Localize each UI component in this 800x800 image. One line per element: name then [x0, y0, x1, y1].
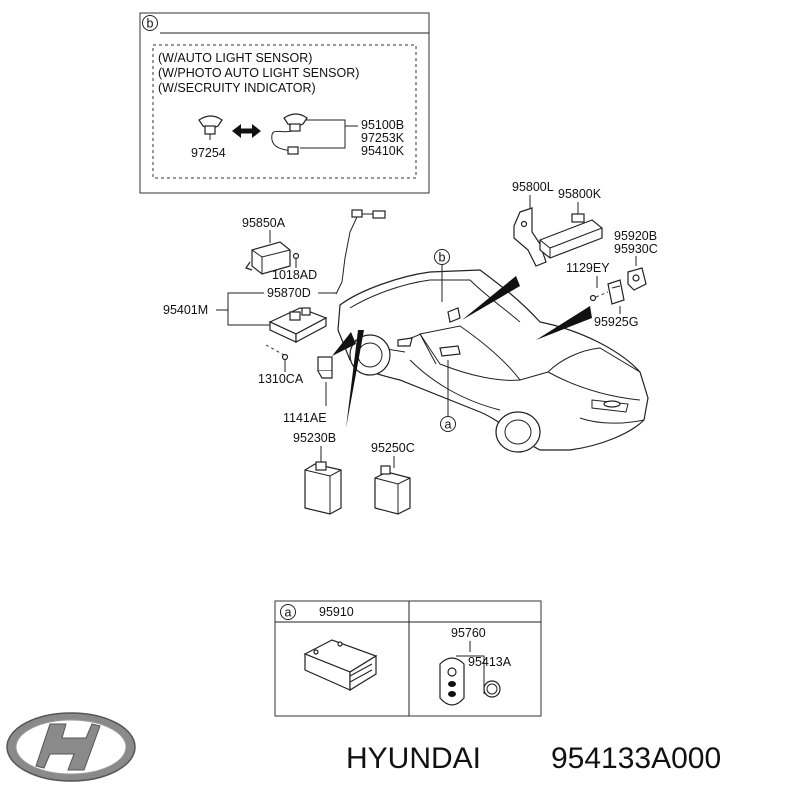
module-95401M-drawing — [268, 307, 328, 343]
detail-b-frame — [139, 12, 430, 194]
sensor-with-harness-drawing — [271, 113, 308, 155]
leader-95401M — [227, 292, 270, 326]
part-95925G: 95925G — [594, 315, 638, 329]
pointer-wedge-3 — [462, 276, 520, 320]
detail-b-note-1: (W/AUTO LIGHT SENSOR) — [158, 51, 312, 65]
pointer-wedge-2 — [346, 330, 364, 428]
detail-a-table: a 95910 95760 95413A — [274, 600, 542, 717]
brand-name: HYUNDAI — [346, 742, 481, 775]
car-marker-b: b — [439, 251, 446, 265]
detail-a-marker: a — [285, 606, 292, 620]
detail-a-frame — [274, 600, 542, 717]
car-marker-b-circle — [434, 249, 450, 265]
bracket-95800L-drawing — [513, 207, 547, 267]
module-95800K-drawing — [539, 213, 603, 259]
connector-1141AE-drawing — [317, 356, 333, 379]
part-95800K: 95800K — [558, 187, 602, 201]
bolt-1310CA-icon — [281, 353, 289, 361]
detail-b-marker: b — [147, 17, 154, 31]
part-97253K: 97253K — [361, 131, 405, 145]
logo-h-mark — [35, 723, 101, 771]
part-1141AE: 1141AE — [283, 411, 327, 425]
part-95250C: 95250C — [371, 441, 415, 455]
bolt-1018AD-icon — [292, 252, 300, 260]
bolt-1129EY-icon — [589, 294, 597, 302]
battery-95413A-drawing — [483, 680, 501, 698]
part-95413A: 95413A — [468, 655, 512, 669]
part-95401M: 95401M — [163, 303, 208, 317]
part-95930C: 95930C — [614, 242, 658, 256]
car-marker-a-circle — [440, 416, 456, 432]
relay-95230B-drawing — [304, 461, 342, 515]
sensor-95920B-drawing — [627, 267, 647, 291]
leader-95413A-frame — [456, 655, 485, 694]
sensor-97254-drawing — [198, 115, 223, 140]
screw-guide — [265, 344, 285, 356]
part-95760: 95760 — [451, 626, 486, 640]
bolt-1129EY-guide — [595, 291, 609, 298]
part-1018AD: 1018AD — [272, 268, 317, 282]
interchange-arrow-icon — [232, 124, 261, 138]
detail-b-note-2: (W/PHOTO AUTO LIGHT SENSOR) — [158, 66, 359, 80]
pointer-wedge-1 — [332, 332, 356, 356]
part-95100B: 95100B — [361, 118, 404, 132]
part-95410K: 95410K — [361, 144, 405, 158]
detail-b-leader — [300, 119, 346, 149]
detail-b-panel: b (W/AUTO LIGHT SENSOR) (W/PHOTO AUTO LI… — [139, 12, 430, 194]
part-95230B: 95230B — [293, 431, 336, 445]
detail-a-marker-circle — [280, 604, 296, 620]
hyundai-logo — [6, 712, 136, 782]
part-97254: 97254 — [191, 146, 226, 160]
part-1129EY: 1129EY — [566, 261, 610, 275]
part-95850A: 95850A — [242, 216, 286, 230]
car-marker-a: a — [445, 418, 452, 432]
part-95920B: 95920B — [614, 229, 657, 243]
part-1310CA: 1310CA — [258, 372, 304, 386]
airbag-module-drawing — [303, 639, 378, 692]
part-number: 954133A000 — [551, 742, 721, 775]
detail-b-marker-circle — [142, 15, 158, 31]
relay-95250C-drawing — [374, 465, 411, 515]
part-95870D: 95870D — [267, 286, 311, 300]
detail-b-note-3: (W/SECRUITY INDICATOR) — [158, 81, 316, 95]
antenna-cable-drawing — [335, 209, 386, 295]
key-fob-drawing — [439, 657, 465, 706]
pointer-wedge-4 — [536, 306, 592, 340]
bracket-95925G-drawing — [607, 279, 625, 305]
part-95910: 95910 — [319, 605, 354, 619]
part-95800L: 95800L — [512, 180, 554, 194]
module-95850A-drawing — [245, 241, 291, 275]
